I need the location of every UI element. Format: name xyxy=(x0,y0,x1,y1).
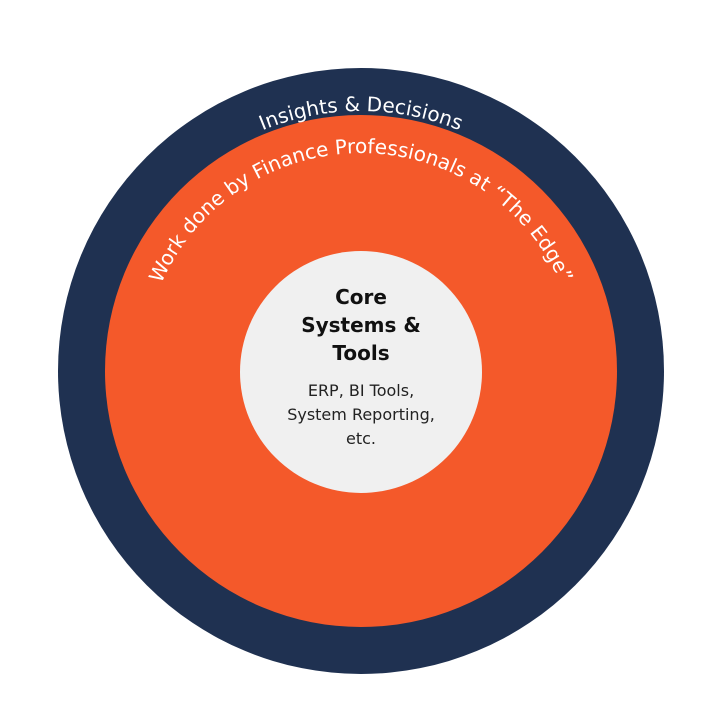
core-title: Core Systems & Tools xyxy=(301,285,421,365)
core-content: Core Systems & Tools ERP, BI Tools, Syst… xyxy=(241,252,481,492)
core-circle xyxy=(240,251,482,493)
core-subtitle: ERP, BI Tools, System Reporting, etc. xyxy=(287,381,435,448)
